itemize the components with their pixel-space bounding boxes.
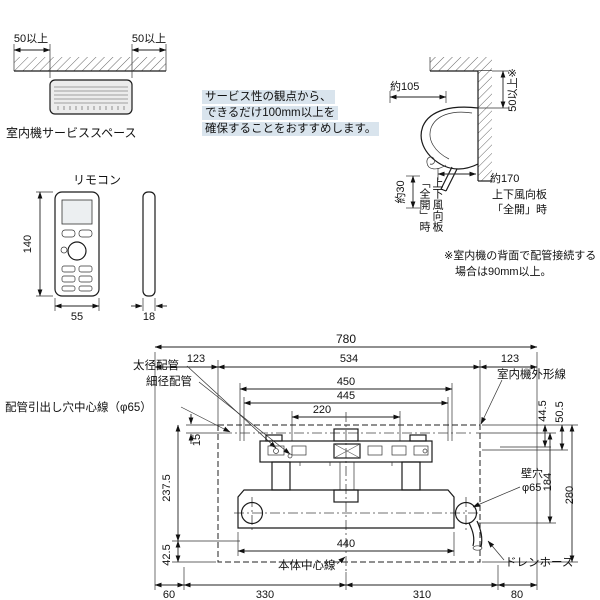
service-note-line2: できるだけ100mm以上を (202, 106, 339, 120)
dim-450-label: 450 (337, 376, 355, 388)
dim-80-label: 80 (511, 589, 523, 600)
dim-780-label: 780 (336, 332, 356, 346)
louver-curl (426, 156, 447, 170)
dim-280-label: 280 (564, 486, 576, 504)
indoor-unit-outline (217, 424, 481, 563)
remote-height-label: 140 (22, 235, 34, 253)
thin-pipe-label: 細径配管 (146, 374, 192, 388)
unit-outline-label: 室内機外形線 (497, 367, 566, 381)
louver-caption-1: 上下風向板 (492, 187, 547, 201)
indoor-unit-front (49, 79, 133, 115)
dim-237-5-label: 237.5 (161, 474, 173, 502)
remote-diagram: リモコン 140 55 18 (22, 173, 167, 323)
mounting-plate-body (237, 428, 483, 551)
pipe-exit-hole-left (240, 501, 264, 525)
dim-445-label: 445 (337, 390, 355, 402)
louver-vertical-caption-col2: 「全開」時 (418, 177, 430, 232)
louver-vertical-caption: 上下風向板 「全開」時 (417, 177, 443, 263)
service-space-diagram: 50以上 50以上 室内機サービススペース (6, 32, 167, 140)
drain-hose-label: ドレンホース (505, 556, 573, 569)
pipe-hole-centerline-label: 配管引出し穴中心線（φ65） (5, 400, 152, 414)
dim-44-5-label: 44.5 (537, 400, 549, 421)
ceiling-hatch-side (430, 57, 492, 71)
dim-440-label: 440 (337, 538, 355, 550)
remote-side (142, 191, 156, 297)
unit-vent-ticks (57, 106, 125, 110)
side-clearance-diagram: 約105 50以上※ 約30 約170 上下風向板 「全開」時 ※室内機の背面で… (389, 57, 596, 278)
dim-15-label: 15 (191, 434, 203, 446)
dim-184-label: 184 (542, 473, 554, 491)
wall-hole-label-1: 壁穴 (521, 466, 543, 480)
dim-42-5-label: 42.5 (161, 544, 173, 565)
remote-width-label: 55 (71, 311, 83, 323)
dim-105-label: 約105 (390, 79, 419, 93)
dim-330-label: 330 (256, 589, 274, 600)
mounting-plate-diagram: 780 123 534 123 450 445 220 太径配管 細径配管 室内… (5, 332, 578, 600)
louver-caption-2: 「全開」時 (492, 202, 547, 216)
service-note-line1: サービス性の観点から、 (202, 90, 335, 104)
service-note-line3: 確保することをおすすめします。 (202, 122, 380, 136)
thin-pipe-hole (287, 453, 293, 459)
service-note: サービス性の観点から、 できるだけ100mm以上を 確保することをおすすめします… (202, 90, 380, 138)
ceiling-hatch (14, 57, 166, 71)
dim-50-5-label: 50.5 (554, 401, 566, 422)
wall-hole-right (454, 501, 478, 525)
wall-hole-label-2: φ65 (522, 482, 541, 494)
thick-pipe-label: 太径配管 (133, 358, 179, 372)
rear-piping-footnote-2: 場合は90mm以上。 (455, 264, 552, 278)
remote-title: リモコン (73, 173, 121, 187)
remote-depth-label: 18 (143, 311, 155, 323)
dim-left-clearance: 50以上 (14, 32, 48, 45)
remote-display (61, 199, 93, 225)
drain-hose (468, 522, 475, 547)
dim-right-clearance: 50以上 (132, 32, 166, 45)
service-space-caption: 室内機サービススペース (6, 125, 137, 140)
dim-220-label: 220 (313, 404, 331, 416)
louver-vertical-caption-col1: 上下風向板 (431, 177, 443, 232)
dim-310-label: 310 (413, 589, 431, 600)
dim-60-label: 60 (163, 589, 175, 600)
dim-170-label: 約170 (490, 171, 519, 185)
body-centerline-label: 本体中心線 (278, 558, 336, 572)
dim-50-clearance-label: 50以上※ (506, 68, 519, 111)
dim-534-label: 534 (340, 353, 358, 365)
dim-123-left-label: 123 (187, 353, 205, 365)
louver-flap (440, 166, 453, 190)
rear-piping-footnote-1: ※室内機の背面で配管接続する (444, 248, 596, 262)
wall-hatch (478, 71, 492, 181)
dim-30-label: 約30 (393, 180, 407, 203)
dim-123-right-label: 123 (501, 353, 519, 365)
thick-pipe-hole (273, 448, 279, 454)
indoor-unit-profile (420, 106, 479, 170)
remote-main-button (67, 241, 87, 261)
